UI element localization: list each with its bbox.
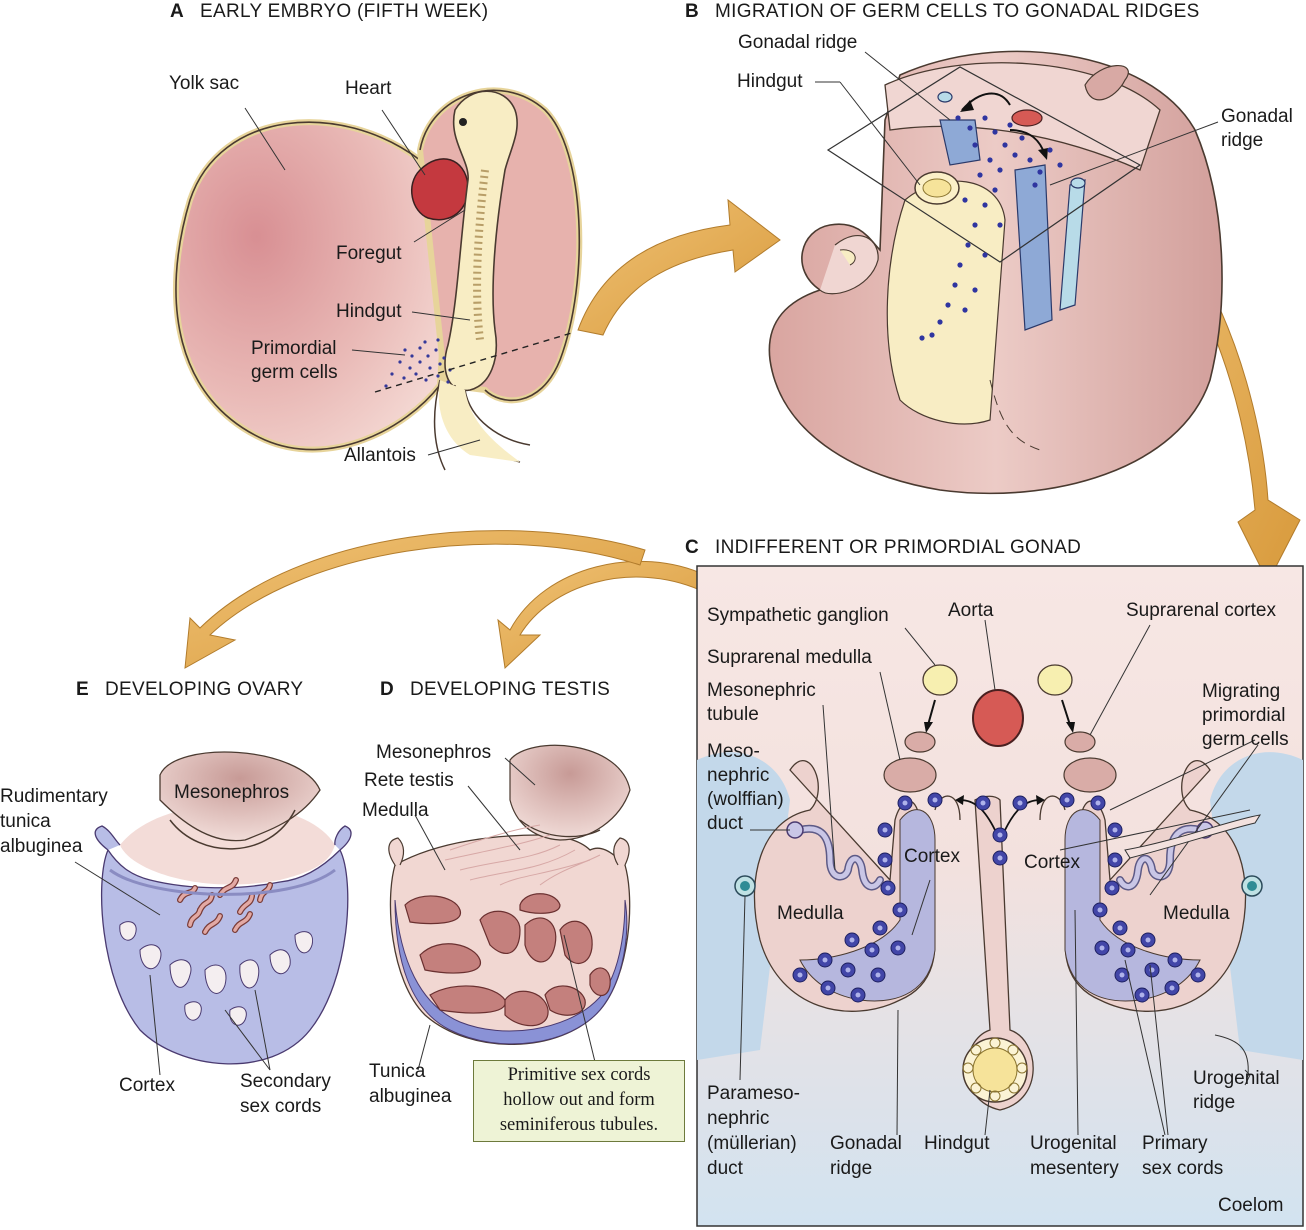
heart-shape (411, 158, 469, 221)
label-medulla-c-left: Medulla (777, 903, 844, 924)
label-migrating-2: primordial (1202, 705, 1286, 726)
label-urogenital-ridge-2: ridge (1193, 1092, 1236, 1113)
label-tunica-2: albuginea (369, 1086, 452, 1107)
label-parameso-3: (müllerian) (707, 1133, 797, 1154)
label-rudimentary-1: Rudimentary (0, 786, 108, 807)
label-aorta: Aorta (948, 600, 994, 621)
label-mesonephros-d: Mesonephros (376, 742, 492, 763)
label-gonadal-ridge-c-1: Gonadal (830, 1133, 902, 1154)
transition-arrows (184, 184, 1301, 670)
label-secondary-2: sex cords (240, 1096, 322, 1117)
label-secondary-1: Secondary (240, 1071, 331, 1092)
panel-b-letter: B (685, 1, 700, 22)
label-cortex-c-left: Cortex (904, 846, 960, 867)
panel-c-letter: C (685, 537, 700, 558)
embryo-body (444, 90, 518, 392)
label-meso-duct-3: (wolffian) (707, 789, 784, 810)
panel-c-title-text: INDIFFERENT OR PRIMORDIAL GONAD (715, 537, 1082, 558)
note-line-2: hollow out and form (503, 1090, 655, 1110)
panel-d-letter: D (380, 679, 395, 700)
label-meso-duct-4: duct (707, 813, 743, 834)
label-migrating-1: Migrating (1202, 681, 1281, 702)
label-coelom: Coelom (1218, 1195, 1284, 1216)
label-yolk-sac: Yolk sac (169, 73, 240, 94)
label-medulla-c-right: Medulla (1163, 903, 1230, 924)
label-parameso-1: Parameso- (707, 1083, 800, 1104)
label-medulla-d: Medulla (362, 800, 429, 821)
panel-e-letter: E (76, 679, 89, 700)
panel-c-title: C INDIFFERENT OR PRIMORDIAL GONAD (685, 536, 1081, 560)
label-sympathetic-ganglion: Sympathetic ganglion (707, 605, 889, 626)
panel-a-title: A EARLY EMBRYO (FIFTH WEEK) (170, 0, 488, 24)
label-suprarenal-cortex: Suprarenal cortex (1126, 600, 1276, 621)
label-gonadal-ridge-b2-1: Gonadal (1221, 106, 1293, 127)
label-gonadal-ridge-c-2: ridge (830, 1158, 873, 1179)
label-mesonephric-tubule-1: Mesonephric (707, 680, 816, 701)
panel-d-testis (388, 744, 631, 1071)
label-meso-duct-2: nephric (707, 765, 770, 786)
panel-b-title: B MIGRATION OF GERM CELLS TO GONADAL RIDG… (685, 0, 1200, 24)
label-heart: Heart (345, 78, 392, 99)
label-suprarenal-medulla: Suprarenal medulla (707, 647, 872, 668)
germ-cells-dots-a (384, 338, 452, 388)
panel-d-title: D DEVELOPING TESTIS (380, 678, 610, 702)
label-tunica-1: Tunica (369, 1061, 426, 1082)
panel-a-letter: A (170, 1, 185, 22)
label-meso-duct-1: Meso- (707, 741, 760, 762)
label-foregut: Foregut (336, 243, 402, 264)
panel-e-title-text: DEVELOPING OVARY (104, 679, 304, 700)
panel-e-title: E DEVELOPING OVARY (76, 678, 303, 702)
panel-a-title-text: EARLY EMBRYO (FIFTH WEEK) (200, 1, 489, 22)
panel-a-embryo (173, 87, 583, 471)
label-parameso-4: duct (707, 1158, 743, 1179)
mesonephros-e-shape (159, 751, 321, 842)
label-hindgut-a: Hindgut (336, 301, 402, 322)
label-primordial-1: Primordial (251, 338, 337, 359)
label-primary-sex-cords-2: sex cords (1142, 1158, 1224, 1179)
note-line-1: Primitive sex cords (507, 1065, 651, 1085)
note-line-3: seminiferous tubules. (499, 1115, 659, 1135)
germ-cells-dots-b (919, 115, 1063, 341)
label-rudimentary-2: tunica (0, 811, 51, 832)
panel-e-ovary (74, 751, 352, 1076)
label-migrating-3: germ cells (1202, 729, 1289, 750)
label-urogenital-mesentery-1: Urogenital (1030, 1133, 1117, 1154)
label-hindgut-b: Hindgut (737, 71, 803, 92)
panel-b-migration (768, 50, 1223, 495)
label-primordial-2: germ cells (251, 362, 338, 383)
seminiferous-note-box: Primitive sex cords hollow out and form … (473, 1060, 685, 1142)
label-hindgut-c: Hindgut (924, 1133, 990, 1154)
label-cortex-c-right: Cortex (1024, 852, 1080, 873)
label-rete-testis: Rete testis (364, 770, 454, 791)
label-rudimentary-3: albuginea (0, 836, 83, 857)
panel-b-title-text: MIGRATION OF GERM CELLS TO GONADAL RIDGE… (715, 1, 1200, 22)
yolk-sac-shape (173, 119, 449, 453)
label-primary-sex-cords-1: Primary (1142, 1133, 1208, 1154)
panel-d-title-text: DEVELOPING TESTIS (410, 679, 611, 700)
label-parameso-2: nephric (707, 1108, 770, 1129)
label-cortex-e: Cortex (119, 1075, 175, 1096)
label-gonadal-ridge-b2-2: ridge (1221, 130, 1264, 151)
label-urogenital-ridge-1: Urogenital (1193, 1068, 1280, 1089)
label-mesonephros-e: Mesonephros (174, 782, 290, 803)
label-mesonephric-tubule-2: tubule (707, 704, 759, 725)
label-gonadal-ridge-b1: Gonadal ridge (738, 32, 858, 53)
label-allantois: Allantois (344, 445, 416, 466)
label-urogenital-mesentery-2: mesentery (1030, 1158, 1119, 1179)
panel-c-gonad (696, 565, 1304, 1227)
